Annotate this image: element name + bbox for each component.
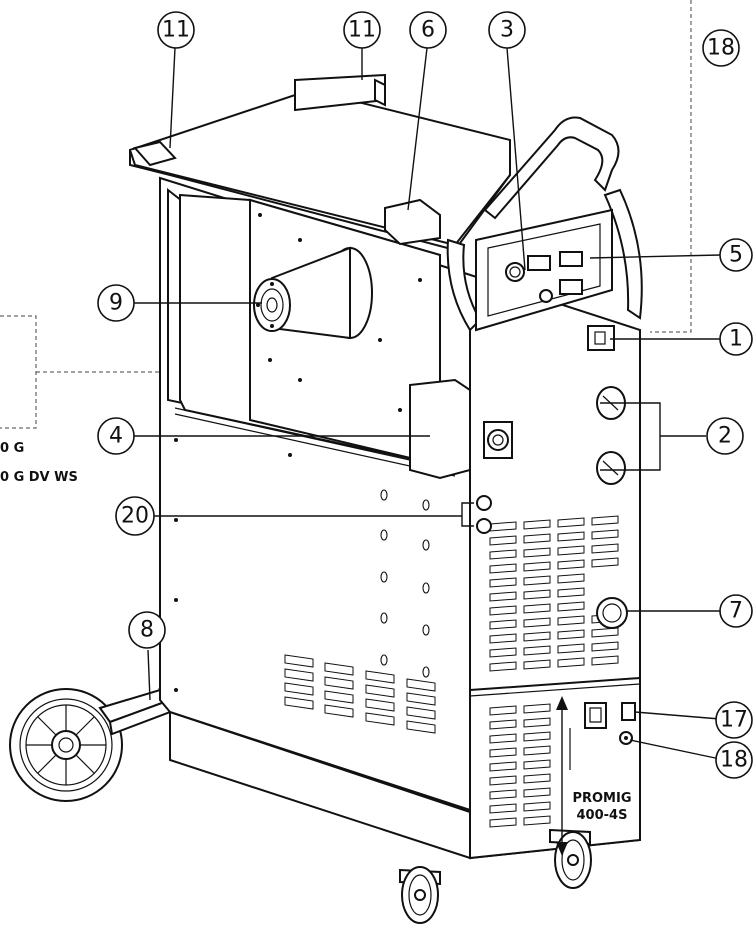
- svg-text:7: 7: [729, 599, 743, 624]
- svg-text:20: 20: [121, 504, 149, 529]
- side-panel-holes: [174, 213, 430, 692]
- callout-8: 8: [128, 611, 166, 649]
- callout-6: 6: [409, 11, 447, 49]
- callout-18-top: 18: [702, 29, 740, 67]
- top-tray: [129, 73, 511, 252]
- side-vents: [284, 654, 436, 734]
- svg-text:11: 11: [162, 18, 190, 43]
- callout-4: 4: [97, 417, 135, 455]
- callout-17: 17: [715, 701, 753, 739]
- svg-text:2: 2: [718, 424, 732, 449]
- control-panel: [475, 208, 613, 332]
- svg-text:6: 6: [421, 18, 435, 43]
- callout-5: 5: [719, 238, 753, 272]
- callout-18-bottom: 18: [715, 741, 753, 779]
- callout-11a: 11: [157, 11, 195, 49]
- wire-feed-box: [409, 378, 471, 480]
- svg-text:3: 3: [500, 18, 514, 43]
- front-casters: [399, 828, 592, 924]
- side-text-line2: 0 G DV WS: [0, 470, 78, 485]
- dimension-arrow: [556, 696, 568, 856]
- callout-11b: 11: [343, 11, 381, 49]
- svg-text:17: 17: [720, 708, 748, 733]
- callout-20: 20: [115, 496, 155, 536]
- side-text-line1: 0 G: [0, 441, 24, 456]
- wire-spool-holder: [253, 246, 373, 340]
- svg-text:11: 11: [348, 18, 376, 43]
- svg-text:8: 8: [140, 618, 154, 643]
- svg-text:4: 4: [109, 424, 123, 449]
- svg-text:18: 18: [707, 36, 735, 61]
- model-label-line2: 400-4S: [577, 808, 628, 823]
- callout-leaders: [133, 47, 721, 760]
- callout-7: 7: [719, 594, 753, 628]
- svg-text:5: 5: [729, 243, 743, 268]
- callout-3: 3: [488, 11, 526, 49]
- svg-text:9: 9: [109, 291, 123, 316]
- callout-1: 1: [719, 322, 753, 356]
- callout-9: 9: [97, 284, 135, 322]
- front-vents: [489, 515, 619, 828]
- handles: [446, 116, 643, 332]
- callout-2: 2: [706, 417, 744, 455]
- svg-text:18: 18: [720, 748, 748, 773]
- large-wheel: [9, 688, 123, 802]
- svg-text:1: 1: [729, 327, 743, 352]
- model-label-line1: PROMIG: [572, 791, 631, 806]
